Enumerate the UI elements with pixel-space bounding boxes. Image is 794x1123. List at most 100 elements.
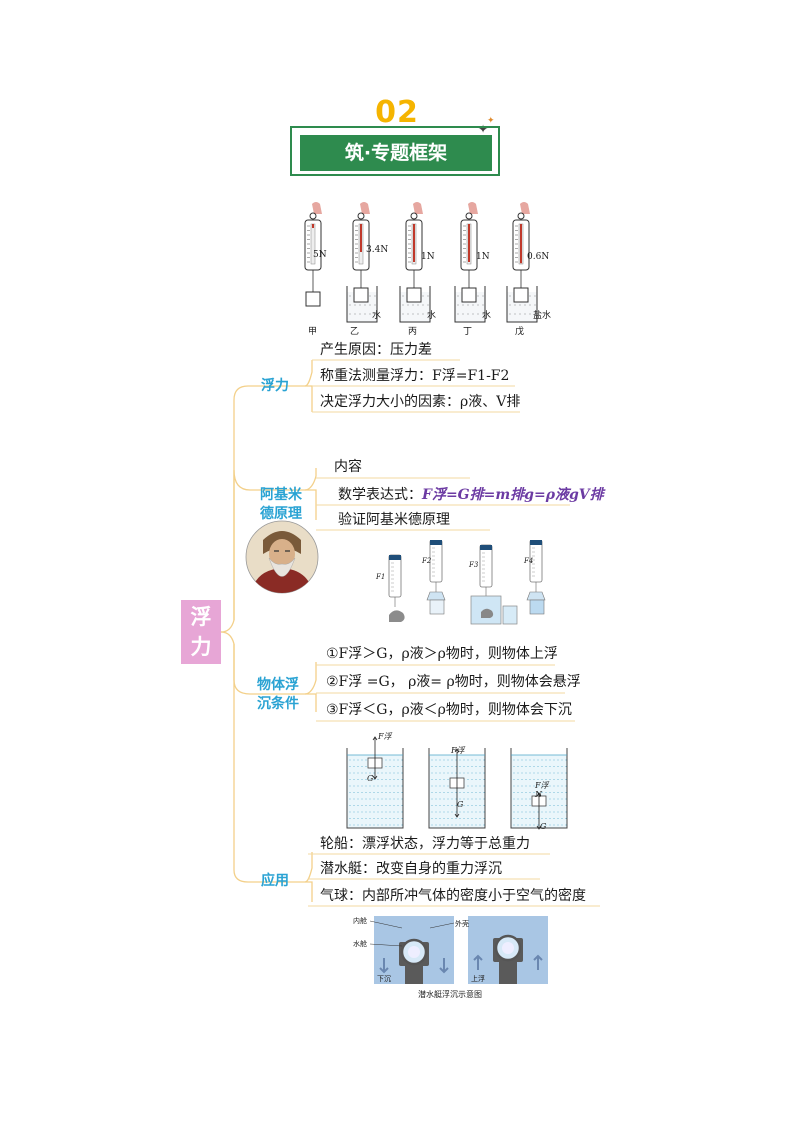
water-dot bbox=[443, 818, 445, 819]
water-dot bbox=[525, 759, 527, 761]
water-dot bbox=[513, 779, 515, 780]
water-dot bbox=[377, 805, 379, 806]
water-dot bbox=[361, 792, 363, 793]
water-dot bbox=[455, 798, 457, 800]
water-dot bbox=[553, 792, 555, 793]
banner-frame bbox=[290, 126, 500, 176]
water-dot bbox=[463, 818, 465, 819]
water-dot bbox=[439, 779, 441, 780]
water-dot bbox=[549, 792, 551, 793]
scale-hook bbox=[357, 212, 365, 220]
water-dot bbox=[377, 798, 379, 800]
water-dot bbox=[397, 766, 399, 767]
leaf-text: 称重法测量浮力：F浮=F1-F2 bbox=[320, 368, 510, 384]
water-dot bbox=[479, 759, 481, 761]
water-dot bbox=[471, 805, 473, 806]
water-dot bbox=[537, 785, 539, 787]
water-dot bbox=[467, 792, 469, 793]
water-dot bbox=[467, 798, 469, 800]
water-dot bbox=[517, 766, 519, 767]
leaf-text: 验证阿基米德原理 bbox=[338, 512, 450, 528]
water-dot bbox=[369, 798, 371, 800]
water-dot bbox=[435, 759, 437, 761]
leaf-prefix: 数学表达式： bbox=[338, 487, 422, 503]
water-dot bbox=[435, 811, 437, 813]
force-label: F4 bbox=[524, 557, 534, 565]
arrowhead bbox=[454, 813, 460, 818]
liquid-dot bbox=[457, 304, 459, 306]
submarine-label: 内舱 bbox=[353, 917, 367, 925]
liquid-dot bbox=[402, 313, 404, 315]
submarine-label: 水舱 bbox=[353, 940, 367, 948]
water-dot bbox=[353, 805, 355, 806]
water-dot bbox=[389, 805, 391, 806]
water-dot bbox=[435, 798, 437, 800]
submerged-stone bbox=[481, 608, 494, 618]
water-dot bbox=[533, 779, 535, 780]
water-dot bbox=[565, 785, 567, 787]
water-dot bbox=[541, 818, 543, 819]
water-dot bbox=[361, 772, 363, 774]
water-dot bbox=[381, 824, 383, 826]
water-dot bbox=[365, 811, 367, 813]
water-dot bbox=[479, 785, 481, 787]
water-dot bbox=[525, 824, 527, 826]
scale-hook bbox=[309, 212, 317, 220]
water-dot bbox=[401, 766, 403, 767]
water-dot bbox=[365, 824, 367, 826]
water-dot bbox=[393, 798, 395, 800]
water-dot bbox=[365, 805, 367, 806]
scale-indicator bbox=[468, 224, 470, 262]
water-dot bbox=[353, 818, 355, 819]
water-dot bbox=[533, 766, 535, 767]
liquid-dot bbox=[514, 304, 516, 306]
water-dot bbox=[369, 792, 371, 793]
water-dot bbox=[349, 759, 351, 761]
water-dot bbox=[353, 779, 355, 780]
water-dot bbox=[537, 772, 539, 774]
water-dot bbox=[369, 772, 371, 774]
water-dot bbox=[467, 811, 469, 813]
liquid-dot bbox=[514, 313, 516, 315]
water-dot bbox=[479, 792, 481, 793]
water-dot bbox=[357, 805, 359, 806]
water-dot bbox=[467, 785, 469, 787]
water-dot bbox=[459, 818, 461, 819]
leaf-text: 轮船：漂浮状态，浮力等于总重力 bbox=[320, 836, 530, 852]
water-dot bbox=[349, 779, 351, 780]
water-dot bbox=[451, 792, 453, 793]
water-dot bbox=[529, 772, 531, 774]
arrowhead bbox=[536, 792, 542, 797]
water-dot bbox=[467, 805, 469, 806]
scale-cap bbox=[389, 555, 401, 560]
water-dot bbox=[447, 785, 449, 787]
force-label: G bbox=[457, 800, 464, 809]
water-dot bbox=[565, 766, 567, 767]
force-label: F2 bbox=[422, 557, 432, 565]
water-dot bbox=[545, 785, 547, 787]
liquid-dot bbox=[467, 304, 469, 306]
spring-scale bbox=[399, 202, 431, 323]
water-dot bbox=[447, 792, 449, 793]
leaf-text: ③F浮＜G，ρ液＜ρ物时，则物体会下沉 bbox=[326, 702, 572, 718]
water-dot bbox=[483, 811, 485, 813]
liquid-dot bbox=[349, 304, 351, 306]
water-dot bbox=[521, 779, 523, 780]
water-dot bbox=[385, 805, 387, 806]
water-dot bbox=[447, 759, 449, 761]
water-dot bbox=[557, 779, 559, 780]
water-dot bbox=[475, 772, 477, 774]
section-number: 02 bbox=[375, 95, 419, 130]
liquid-dot bbox=[467, 313, 469, 315]
water-dot bbox=[443, 798, 445, 800]
scale-indicator bbox=[360, 224, 362, 252]
water-dot bbox=[529, 798, 531, 800]
water-dot bbox=[565, 824, 567, 826]
water-dot bbox=[439, 772, 441, 774]
water-dot bbox=[431, 811, 433, 813]
water-dot bbox=[451, 818, 453, 819]
water-dot bbox=[513, 766, 515, 767]
water-dot bbox=[549, 798, 551, 800]
water-dot bbox=[553, 798, 555, 800]
